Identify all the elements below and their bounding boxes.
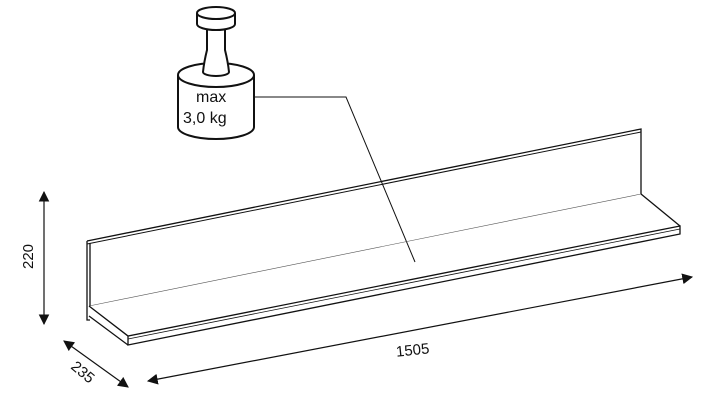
weight-icon	[177, 6, 255, 140]
width-dimension-label: 1505	[395, 340, 431, 361]
depth-arrow	[63, 340, 129, 388]
dimension-arrows	[38, 190, 694, 388]
shelf	[86, 128, 681, 346]
weight-label-max: max	[196, 89, 227, 106]
weight-label-value: 3,0 kg	[183, 110, 227, 127]
leader-line	[254, 96, 416, 263]
height-dimension-label: 220	[20, 243, 38, 270]
width-arrow	[146, 273, 694, 385]
